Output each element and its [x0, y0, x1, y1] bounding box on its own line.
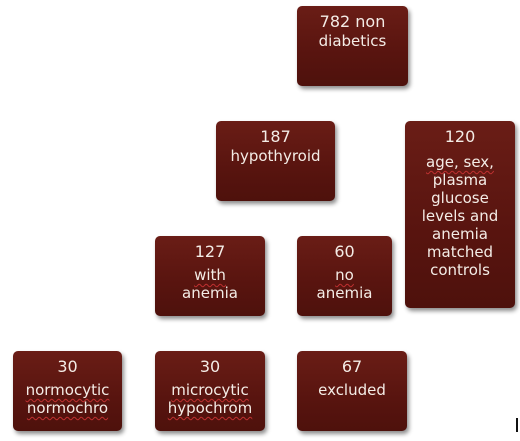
node-127-with-anemia: 127 with anemia: [155, 236, 265, 316]
node-label: diabetics: [318, 32, 387, 50]
node-label-line: hypochrom: [167, 399, 253, 417]
node-120-matched-controls: 120 age, sex, plasma glucose levels and …: [405, 121, 515, 308]
node-label-line: age, sex,: [426, 153, 494, 171]
node-number: 30: [57, 357, 78, 376]
node-30-microcytic: 30 microcytic hypochrom: [155, 351, 265, 431]
node-label-line: microcytic: [171, 381, 249, 399]
node-label-line: levels and: [421, 207, 499, 225]
edge-mark: [516, 418, 518, 432]
node-number: 120: [444, 127, 476, 146]
node-label-line: excluded: [318, 381, 386, 399]
node-number: 187: [260, 127, 291, 146]
node-label-line: matched: [426, 243, 494, 261]
node-label-line: normocytic: [25, 381, 110, 399]
node-60-no-anemia: 60 no anemia: [297, 236, 392, 316]
node-label-line: no: [335, 266, 354, 284]
node-label-line: anemia: [316, 284, 373, 302]
node-number: 60: [334, 242, 355, 261]
node-label-line: anemia: [432, 225, 488, 243]
node-number: 127: [194, 242, 226, 261]
node-number: 782 non: [319, 12, 386, 31]
node-label-line: plasma: [432, 171, 488, 189]
node-label-line: normochro: [26, 399, 109, 417]
node-number: 30: [199, 357, 221, 376]
node-label-line: controls: [430, 261, 490, 279]
node-label-line: anemia: [182, 284, 238, 302]
node-67-excluded: 67 excluded: [297, 351, 407, 431]
node-label-line: glucose: [431, 189, 489, 207]
node-30-normocytic: 30 normocytic normochro: [13, 351, 122, 431]
node-number: 67: [341, 357, 363, 376]
node-782-non-diabetics: 782 non diabetics: [297, 6, 408, 86]
node-187-hypothyroid: 187 hypothyroid: [216, 121, 335, 201]
node-label: hypothyroid: [230, 147, 321, 165]
node-label-line: with: [194, 266, 226, 284]
